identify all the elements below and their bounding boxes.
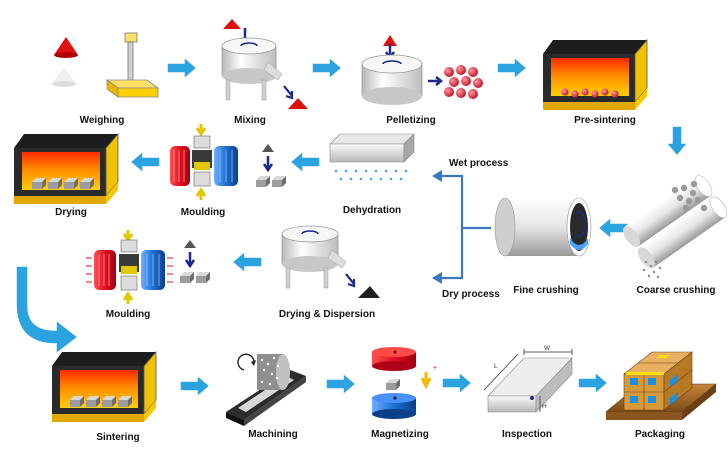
step-magnetizing-label: Magnetizing — [371, 429, 429, 440]
red-magnet-coil-icon — [170, 146, 190, 186]
step-inspection-label: Inspection — [502, 429, 552, 440]
red-magnet-coil-icon — [94, 250, 116, 290]
pressed-blocks-dry — [180, 240, 210, 283]
machining-illustration — [226, 353, 306, 426]
dehydration-tray — [329, 133, 415, 181]
flow-arrow-icon — [129, 150, 161, 174]
water-drops-icon — [334, 169, 408, 181]
moulding-press-dry — [86, 230, 173, 304]
step-drying-label: Drying — [55, 207, 87, 218]
step-moulding-wet-label: Moulding — [181, 207, 225, 218]
weighing-illustration — [51, 32, 160, 98]
mixing-illustration — [221, 19, 308, 109]
flow-arrow-icon — [179, 374, 211, 398]
dry-process-label: Dry process — [442, 289, 500, 300]
step-moulding-dry-label: Moulding — [106, 309, 150, 320]
step-pre-sintering-label: Pre-sintering — [574, 115, 636, 126]
pelletizer-drum-icon — [361, 54, 423, 105]
height-dimension-label: H — [542, 403, 547, 410]
coarse-crushing-rollers — [622, 175, 728, 279]
length-dimension-label: L — [494, 363, 498, 370]
flow-arrow-icon — [325, 372, 357, 396]
blue-magnet-pole-icon — [372, 393, 416, 419]
flow-arrow-icon — [289, 150, 321, 174]
step-machining-label: Machining — [248, 429, 297, 440]
flow-arrow-icon — [577, 371, 609, 395]
grinding-wheel-icon — [257, 354, 290, 390]
step-fine-crushing-label: Fine crushing — [513, 285, 579, 296]
sintering-furnace — [51, 351, 157, 423]
step-pelletizing-label: Pelletizing — [386, 115, 435, 126]
step-sintering-label: Sintering — [96, 432, 139, 443]
magnetizing-illustration: + — [372, 347, 437, 419]
pressed-blocks-wet — [256, 144, 286, 187]
step-dehydration-label: Dehydration — [343, 205, 401, 216]
red-magnet-pole-icon — [372, 347, 416, 371]
wet-process-label: Wet process — [449, 158, 509, 169]
mixer-drum-icon — [221, 37, 283, 101]
drying-furnace — [13, 133, 119, 205]
width-dimension-label: W — [544, 345, 551, 352]
moulding-press-wet — [170, 124, 238, 200]
step-drying-dispersion-label: Drying & Dispersion — [279, 309, 375, 320]
flow-arrow-icon — [665, 125, 689, 157]
curved-flow-arrow-icon — [15, 265, 80, 356]
powder-particles-icon — [642, 260, 662, 279]
red-powder-pile-icon — [54, 37, 78, 55]
pre-sintering-furnace — [542, 39, 648, 111]
step-packaging-label: Packaging — [635, 429, 685, 440]
scale-icon — [105, 32, 160, 98]
step-weighing-label: Weighing — [80, 115, 125, 126]
step-mixing-label: Mixing — [234, 115, 266, 126]
step-coarse-crushing-label: Coarse crushing — [637, 285, 716, 296]
pellets-icon — [671, 180, 708, 212]
flow-arrow-icon — [496, 56, 528, 80]
box-stack-icon — [623, 351, 693, 411]
flow-arrow-icon — [311, 56, 343, 80]
magnetic-field-lines-icon — [86, 257, 173, 283]
packaging-illustration — [605, 351, 717, 420]
flow-arrow-icon — [231, 250, 263, 274]
branch-connector — [432, 170, 491, 284]
drying-dispersion-drum — [281, 225, 380, 298]
pellets-icon — [444, 65, 483, 99]
svg-text:+: + — [433, 365, 437, 372]
flow-arrow-icon — [166, 56, 198, 80]
flow-arrow-icon — [441, 371, 473, 395]
fine-crushing-mill — [494, 197, 592, 257]
pelletizing-illustration — [361, 35, 483, 105]
inspection-illustration: W L H — [483, 345, 573, 413]
